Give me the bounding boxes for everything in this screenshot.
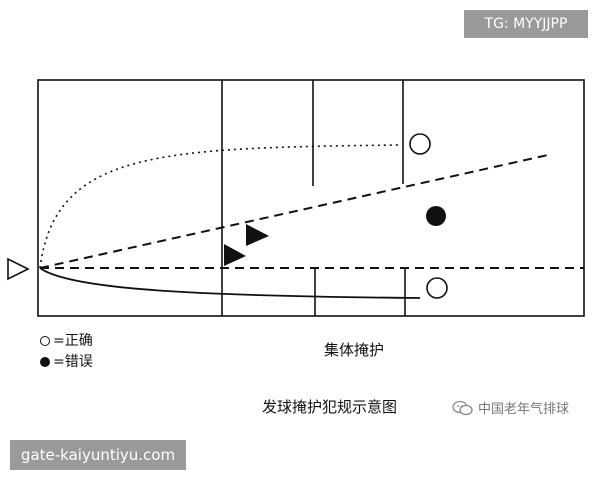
legend-item-correct: =正确 [40,332,93,350]
filled-circle-icon [40,357,50,367]
brand-mark: 中国老年气排球 [452,398,569,417]
screen-player-icon [246,224,269,246]
server-marker-icon [7,257,30,281]
court-outline [37,79,585,317]
screen-label: 集体掩护 [324,341,385,359]
screen-player-icon [224,244,246,266]
diagram-caption: 发球掩护犯规示意图 [262,398,398,416]
wechat-icon [452,400,473,415]
wrong-position-icon [426,206,446,226]
legend-label-wrong: =错误 [53,354,93,370]
watermark-top-badge: TG: MYYJJPP [464,10,588,38]
legend-item-wrong: =错误 [40,353,93,371]
solid-serve-trajectory [39,267,421,299]
watermark-bottom-badge[interactable]: gate-kaiyuntiyu.com [10,440,186,470]
dotted-serve-trajectory [39,144,401,269]
open-circle-icon [40,336,50,346]
brand-name: 中国老年气排球 [478,402,570,417]
correct-position-icon [426,277,448,299]
dashed-serve-trajectory-upper [39,154,549,269]
legend-label-correct: =正确 [53,333,93,349]
correct-position-icon [409,133,431,155]
